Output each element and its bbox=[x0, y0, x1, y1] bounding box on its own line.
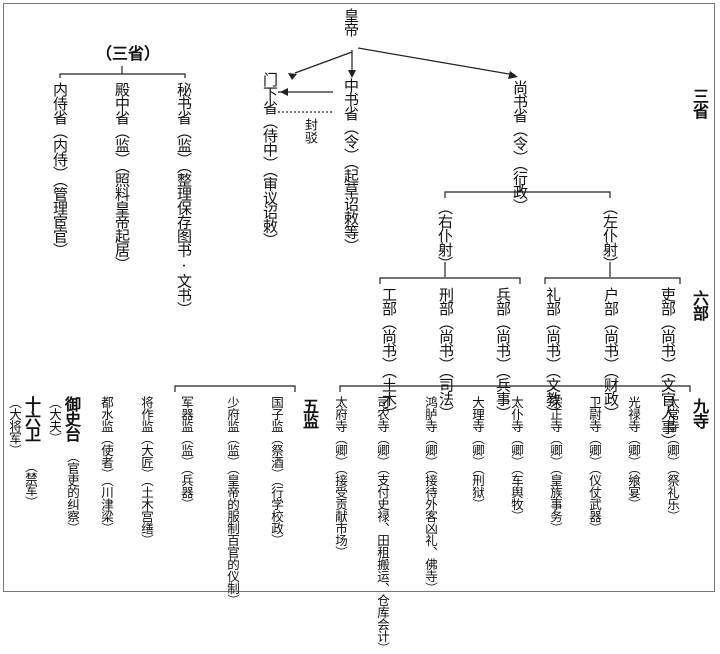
node-libu: 吏部（尚书）（文官人事） bbox=[659, 287, 677, 448]
node-yushitai: 御史台 bbox=[62, 396, 81, 441]
node-honglu: 鸿胪寺（卿）（接待外客凶礼、佛寺） bbox=[423, 396, 438, 594]
node-gongbu: 工部（尚书）（土木） bbox=[380, 287, 398, 420]
node-taifu: 太府寺（卿）（接受贡献市场） bbox=[333, 396, 348, 558]
node-guozi: 国子监（祭酒）（行学校政） bbox=[269, 396, 284, 546]
label-jiusi: 九寺 bbox=[690, 398, 709, 428]
node-dali: 大理寺（卿）（刑狱） bbox=[470, 396, 485, 510]
node-taichang: 太常寺（卿）（祭礼乐） bbox=[665, 396, 680, 522]
node-zongzheng: 宗正寺（卿）（皇族事务） bbox=[548, 396, 563, 534]
node-right-puye: （右仆射） bbox=[436, 200, 454, 270]
node-taipu: 太仆寺（卿）（车舆牧） bbox=[509, 396, 524, 522]
node-bingbu: 兵部（尚书）（兵事） bbox=[494, 287, 512, 420]
emperor-node: 皇帝 bbox=[342, 8, 360, 36]
node-junqi: 军器监（监）（兵器） bbox=[179, 396, 194, 510]
node-yushitai-head: （大夫） bbox=[47, 396, 62, 444]
node-guanglu: 光禄寺（卿）（飨宴） bbox=[626, 396, 641, 510]
node-yushitai-duty: （官吏的纠察） bbox=[65, 450, 80, 534]
node-left-puye: （左仆射） bbox=[601, 200, 619, 270]
node-sinong: 司农寺（卿）（支付史禄、田租搬运、仓库会计） bbox=[375, 396, 390, 654]
node-xingbu: 刑部（尚书）（司法） bbox=[437, 287, 455, 420]
bracket-label-sansheng: （三省） bbox=[96, 44, 161, 63]
node-neishi: 内侍省（内侍）（管理宦官） bbox=[51, 82, 69, 257]
node-mishu: 秘书省（监）（整理保存图书·文书） bbox=[175, 82, 193, 316]
node-shiliuwei-duty: （禁军） bbox=[23, 460, 38, 508]
node-weiwei: 卫尉寺（卿）（仪仗武器） bbox=[587, 396, 602, 534]
diagram-frame bbox=[3, 3, 715, 592]
node-shaofu: 少府监（监）（皇帝的服制百官的仪制） bbox=[225, 396, 240, 606]
node-libu2: 礼部（尚书）（文教） bbox=[544, 287, 562, 420]
node-zhongshu: 中书省（令）（起草诏敕等） bbox=[342, 78, 360, 253]
fengbo-annotation: 封驳 bbox=[302, 118, 317, 144]
label-sansheng: 三省 bbox=[690, 88, 709, 118]
node-shiliuwei: 十六卫 bbox=[22, 396, 41, 441]
connector-lines bbox=[59, 47, 691, 392]
label-liubu: 六部 bbox=[690, 290, 709, 320]
node-jiangzuo: 将作监（大匠）（土木宫缮） bbox=[139, 396, 154, 546]
node-dushui: 都水监（使者）（川津梁） bbox=[99, 396, 114, 534]
node-shangshu: 尚书省（令）（行政） bbox=[511, 80, 529, 213]
node-dianzhong: 殿中省（监）（照料皇帝起居） bbox=[113, 82, 131, 271]
node-hubu: 户部（尚书）（财政） bbox=[602, 287, 620, 420]
node-menxia: 门下省（侍中）（审议诏敕） bbox=[261, 72, 279, 247]
node-shiliuwei-head: （大将军） bbox=[7, 396, 22, 456]
label-wujian: 五监 bbox=[300, 398, 319, 428]
